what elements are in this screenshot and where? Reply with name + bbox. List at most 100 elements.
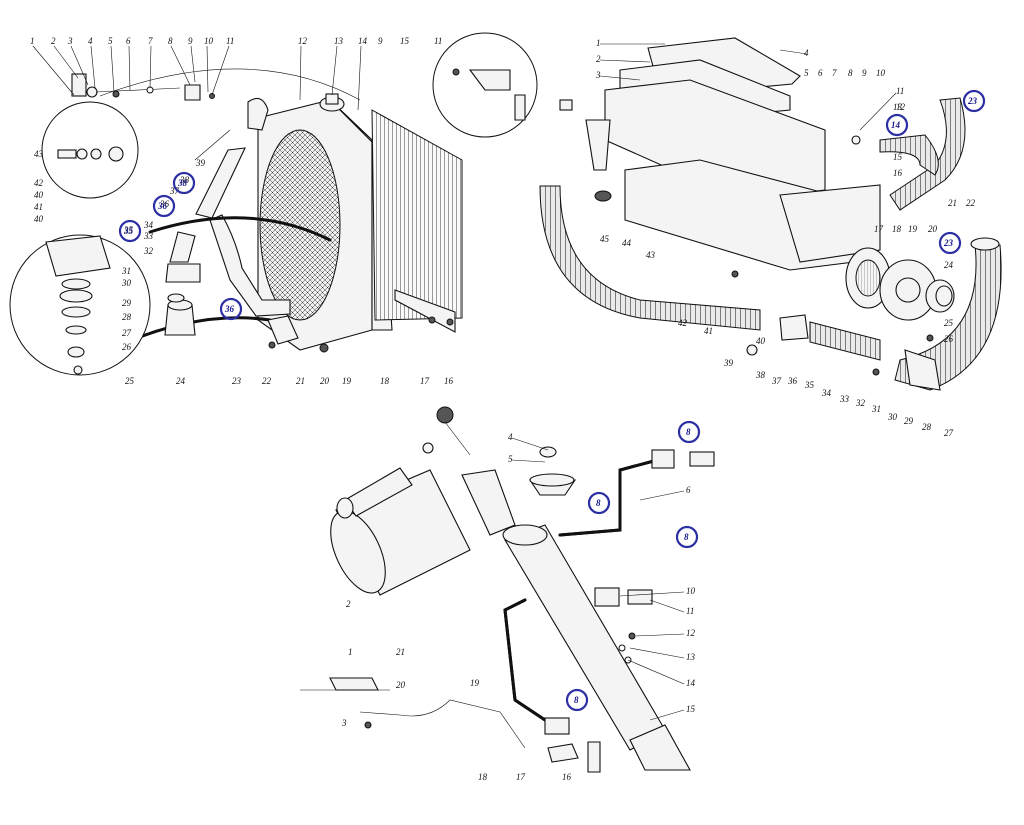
highlight-label: 23 xyxy=(967,96,978,106)
label: 14 xyxy=(686,678,696,688)
label: 10 xyxy=(204,36,214,46)
label: 19 xyxy=(342,376,352,386)
label: 3 xyxy=(595,70,601,80)
highlight-label: 36 xyxy=(157,201,168,211)
label: 19 xyxy=(908,224,918,234)
label: 31 xyxy=(871,404,881,414)
label: 6 xyxy=(818,68,823,78)
label: 28 xyxy=(922,422,932,432)
label: 5 xyxy=(108,36,113,46)
label: 37 xyxy=(771,376,782,386)
label: 23 xyxy=(232,376,242,386)
label: 16 xyxy=(444,376,454,386)
label: 7 xyxy=(148,36,153,46)
label: 33 xyxy=(143,231,154,241)
highlight-label: 36 xyxy=(224,304,235,314)
label: 3 xyxy=(341,718,347,728)
label: 30 xyxy=(121,278,132,288)
label: 38 xyxy=(179,175,190,185)
label: 40 xyxy=(34,214,44,224)
label: 44 xyxy=(622,238,632,248)
label: 17 xyxy=(420,376,430,386)
label: 22 xyxy=(966,198,976,208)
label: 10 xyxy=(686,586,696,596)
label: 25 xyxy=(944,318,954,328)
leader-lines xyxy=(32,43,897,721)
label: 13 xyxy=(686,652,696,662)
label: 28 xyxy=(122,312,132,322)
label: 26 xyxy=(944,334,954,344)
label: 12 xyxy=(686,628,696,638)
duct-bottom xyxy=(779,314,881,361)
duct-right xyxy=(894,237,1002,391)
label: 20 xyxy=(928,224,938,234)
label: 40 xyxy=(756,336,766,346)
highlight-markers-a: 38 36 35 36 xyxy=(118,171,243,321)
highlight-label: 14 xyxy=(891,120,901,130)
label: 18 xyxy=(380,376,390,386)
radiator-diagram: 1 2 3 4 5 6 7 8 9 10 11 12 13 14 9 15 11… xyxy=(9,32,538,386)
label: 3 xyxy=(67,36,73,46)
label: 11 xyxy=(226,36,234,46)
heater-box xyxy=(604,79,881,271)
label: 33 xyxy=(839,394,850,404)
fuel-tank xyxy=(330,467,471,596)
label: 27 xyxy=(944,428,954,438)
blower-motor xyxy=(845,247,955,391)
labels-diagram-b: 1 2 3 4 5 6 7 8 9 10 11 12 13 15 16 17 1… xyxy=(595,38,976,438)
label: 41 xyxy=(704,326,713,336)
label: 8 xyxy=(168,36,173,46)
label: 20 xyxy=(396,680,406,690)
label: 32 xyxy=(143,246,154,256)
label: 30 xyxy=(887,412,898,422)
label: 19 xyxy=(470,678,480,688)
label: 18 xyxy=(892,224,902,234)
highlight-markers-b: 23 14 23 xyxy=(885,89,986,255)
duct-left xyxy=(539,185,761,331)
label: 10 xyxy=(876,68,886,78)
label: 36 xyxy=(159,199,170,209)
label: 34 xyxy=(821,388,832,398)
label: 14 xyxy=(358,36,368,46)
combustion-tube xyxy=(502,524,691,771)
label: 9 xyxy=(862,68,867,78)
label: 11 xyxy=(434,36,442,46)
mount-bushing xyxy=(164,293,196,336)
label: 16 xyxy=(562,772,572,782)
label: 27 xyxy=(122,328,132,338)
label: 4 xyxy=(88,36,93,46)
label: 16 xyxy=(893,168,903,178)
label: 17 xyxy=(516,772,526,782)
labels-diagram-a: 1 2 3 4 5 6 7 8 9 10 11 12 13 14 9 15 11… xyxy=(30,36,454,386)
label: 6 xyxy=(126,36,131,46)
hose-right xyxy=(879,97,966,211)
label: 1 xyxy=(348,647,353,657)
label: 36 xyxy=(787,376,798,386)
detail-circle-right xyxy=(432,32,538,138)
label: 22 xyxy=(262,376,272,386)
label: 24 xyxy=(176,376,186,386)
label: 26 xyxy=(122,342,132,352)
label: 9 xyxy=(188,36,193,46)
label: 2 xyxy=(596,54,601,64)
label: 15 xyxy=(686,704,696,714)
label: 37 xyxy=(169,186,180,196)
filler-neck xyxy=(528,446,577,496)
label: 42 xyxy=(678,318,688,328)
label: 43 xyxy=(34,149,44,159)
highlight-label: 23 xyxy=(943,238,954,248)
heater-diagram: 1 2 3 4 5 6 7 8 9 10 11 12 13 15 16 17 1… xyxy=(539,37,1002,438)
label: 11 xyxy=(896,86,904,96)
label: 5 xyxy=(508,454,513,464)
label: 40 xyxy=(34,190,44,200)
linkage-parts xyxy=(71,73,215,101)
label: 42 xyxy=(34,178,44,188)
radiator-fins xyxy=(371,109,463,333)
label: 5 xyxy=(804,68,809,78)
label: 6 xyxy=(686,485,691,495)
label: 9 xyxy=(378,36,383,46)
label: 21 xyxy=(396,647,405,657)
label: 31 xyxy=(121,266,131,276)
label: 18 xyxy=(478,772,488,782)
